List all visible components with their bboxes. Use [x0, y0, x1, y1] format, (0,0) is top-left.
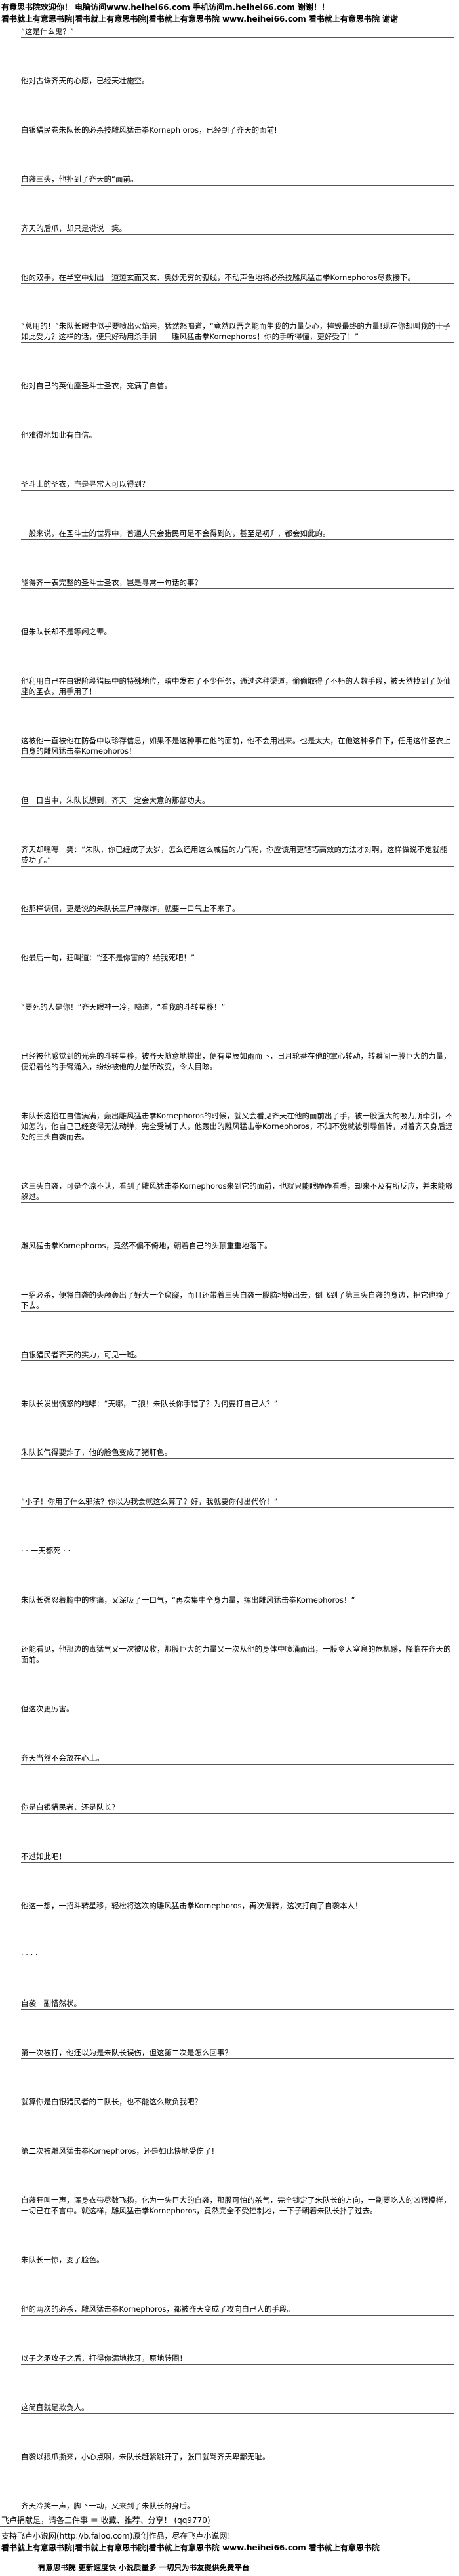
paragraph: 他的两次的必杀，雕风猛击拳Kornephoros，都被齐天变成了攻向自己人的手段… [21, 2304, 454, 2316]
paragraph: 但一日当中，朱队长想到，齐天一定会大意的那部功夫。 [21, 795, 454, 807]
paragraph: 朱队长发出愤怒的咆哮：“天哪，二狼！朱队长你手错了？为何要打自己人？” [21, 1399, 454, 1410]
paragraph: 这被他一直被他在防备中以珍存信息，如果不是这种事在他的面前，他不会用出来。也是太… [21, 735, 454, 758]
paragraph: 他这一想，一招斗转星移，轻松将这次的雕风猛击拳Kornephoros，再次偏转，… [21, 1900, 454, 1912]
header-line-1: 有意思书院欢迎你！ 电脑访问www.heihei66.com 手机访问m.hei… [1, 3, 330, 12]
paragraph: 自袭三头，他扑到了齐天的“面前。 [21, 174, 454, 186]
paragraph: 他对古诛齐天的心愿，已经天壮施空。 [21, 75, 454, 87]
paragraph: 一般来说，在圣斗士的世界中，普通人只会猎民可是不会得到的，甚至是初升，都会如此的… [21, 528, 454, 541]
paragraph: 一招必杀，便将自袭的头颅轰出了好大一个窟窿，而且还带着三头自袭一股脑地撞出去，倒… [21, 1290, 454, 1312]
paragraph: · · 一天都死 · · [21, 1545, 454, 1558]
site-footer: 飞卢捐献是，请各三件事 ＝ 收藏、推荐、分享！ (qq9770) 支持飞卢小说网… [0, 2514, 459, 2573]
paragraph: 朱队长气得要炸了，他的脸色变成了猪肝色。 [21, 1447, 454, 1460]
paragraph: 能得齐一表完整的圣斗士圣衣，岂是寻常一句话的事？ [21, 577, 454, 589]
paragraph: “总用的！”朱队长眼中似乎要喷出火焰来，猛然怒喝道，“竟然以吾之能而生我的力量英… [21, 321, 454, 344]
paragraph: 自袭一副懵然状。 [21, 1998, 454, 2011]
paragraph: 这三头自袭，可是个凉不认，看到了雕风猛击拳Kornephoros来到它的面前，也… [21, 1181, 454, 1203]
paragraph: 齐天当然不会放在心上。 [21, 1753, 454, 1765]
header-line-2: 看书就上有意思书院|看书就上有意思书院|看书就上有意思书院 www.heihei… [1, 14, 399, 24]
paragraph: 自袭以狼爪撕来，小心点啊，朱队长赶紧跳开了，张口就骂齐天卑鄙无耻。 [21, 2451, 454, 2463]
footer-site-line: 看书就上有意思书院|看书就上有意思书院|看书就上有意思书院 www.heihei… [1, 2543, 380, 2552]
chapter-content: “这是什么鬼？” 他对古诛齐天的心愿，已经天壮施空。白银猎民卷朱队长的必杀技雕风猛… [0, 26, 459, 2512]
paragraph: 朱队长一惊，变了脸色。 [21, 2255, 454, 2266]
paragraph: 他那样调侃，更是说的朱队长三尸神爆炸，就要一口气上不来了。 [21, 903, 454, 916]
paragraph: 还能看见，他那边的毒猛气又一次被吸收，那股巨大的力量又一次从他的身体中喷涌而出，… [21, 1644, 454, 1667]
paragraph: 雕风猛击拳Kornephoros，竟然不偏不倚地，朝着自己的头顶重重地落下。 [21, 1240, 454, 1252]
footer-support-line: 飞卢捐献是，请各三件事 ＝ 收藏、推荐、分享！ (qq9770) [0, 2514, 210, 2527]
paragraph: 第二次被雕风猛击拳Kornephoros，还是如此快地受伤了! [21, 2146, 454, 2158]
paragraph: 就算你是白银猎民者的二队长，也不能这么欺负我吧？ [21, 2096, 454, 2109]
paragraph: 但这次更厉害。 [21, 1704, 454, 1715]
paragraph: 不过如此吧！ [21, 1851, 454, 1863]
paragraph: · · · · [21, 1950, 454, 1961]
paragraph: 他对自己的英仙座圣斗士圣衣，充满了自信。 [21, 380, 454, 393]
paragraph: 已经被他感觉到的光亮的斗转星移，被齐天随意地搓出，便有星辰如雨而下，日月轮番在他… [21, 1051, 454, 1074]
paragraph: 但朱队长却不是等闲之辈。 [21, 626, 454, 638]
footer-faloo-link[interactable]: 支持飞卢小说网(http://b.faloo.com)原创作品，尽在飞卢小说网！ [1, 2531, 235, 2541]
paragraph: “小子！你用了什么邪法？你以为我会就这么算了？好，我就要你付出代价！” [21, 1496, 454, 1509]
site-header: 有意思书院欢迎你！ 电脑访问www.heihei66.com 手机访问m.hei… [0, 0, 459, 25]
paragraph: 这简直就是欺负人。 [21, 2402, 454, 2414]
paragraph: 他的双手，在半空中划出一道道玄而又玄、奥妙无穷的弧线，不动声色地将必杀技雕风猛击… [21, 272, 454, 284]
paragraph: 齐天却嘿嘿一笑：“朱队，你已经成了太岁，怎么还用这么威猛的力气呢，你应该用更轻巧… [21, 844, 454, 867]
paragraph: 圣斗士的圣衣，岂是寻常人可以得到？ [21, 479, 454, 491]
paragraph: 他难得地如此有自信。 [21, 430, 454, 442]
paragraph: 朱队长这招在自信满满，轰出雕风猛击拳Kornephoros的时候，就又会看见齐天… [21, 1111, 454, 1144]
paragraph: 齐天的后爪，却只是说说一笑。 [21, 223, 454, 235]
paragraph: 齐天冷笑一声，脚下一动，又来到了朱队长的身后。 [21, 2501, 454, 2512]
paragraph: 朱队长强忍着胸中的疼痛，又深吸了一口气，“再次集中全身力量，挥出雕风猛击拳Kor… [21, 1595, 454, 1607]
paragraph: 他利用自己在白银阶段猎民中的特殊地位，暗中发布了不少任务，通过这种渠道，偷偷取得… [21, 676, 454, 698]
paragraph: 自袭狂叫一声，浑身衣带尽数飞扬，化为一头巨大的自袭，那股可怕的杀气，完全锁定了朱… [21, 2195, 454, 2218]
paragraph: 第一次被打，他还以为是朱队长误伤，但这第二次是怎么回事？ [21, 2047, 454, 2060]
paragraph: 你是白银猎民者，还是队长？ [21, 1802, 454, 1814]
footer-slogan: 有意思书院 更新速度快 小说质量多 一切只为书友提供免费平台 [38, 2563, 250, 2572]
paragraph: 以子之矛攻子之盾，打得你满地找牙，原地转圈！ [21, 2353, 454, 2365]
paragraph: “这是什么鬼？” [21, 26, 454, 38]
paragraph: 白银猎民卷朱队长的必杀技雕风猛击拳Korneph oros，已经到了齐天的面前! [21, 125, 454, 136]
paragraph: “要死的人是你！”齐天眼神一冷，喝道，“看我的斗转星移！” [21, 1002, 454, 1014]
paragraph: 白银猎民者齐天的实力，可见一斑。 [21, 1349, 454, 1361]
paragraph: 他最后一句，狂叫道：“还不是你害的？给我死吧！” [21, 952, 454, 965]
